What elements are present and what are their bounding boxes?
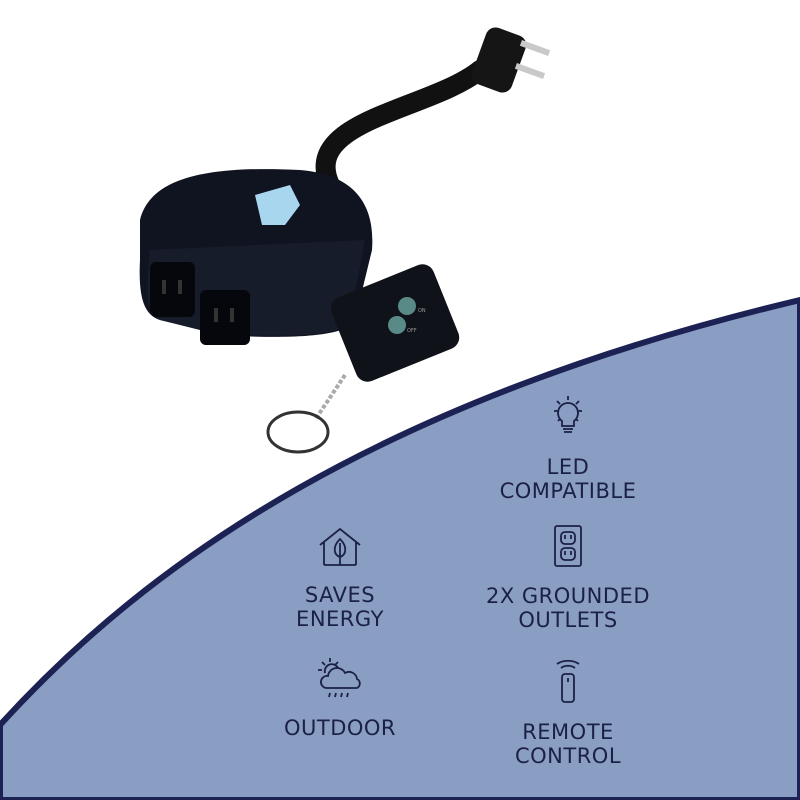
feature-saves-energy: SAVES ENERGY xyxy=(220,527,460,631)
house-leaf-icon xyxy=(319,527,361,566)
feature-led-compatible: LED COMPATIBLE xyxy=(448,395,688,503)
sun-cloud-rain-icon xyxy=(318,658,361,698)
feature-label-line2: ENERGY xyxy=(296,607,384,631)
remote: ON OFF xyxy=(266,264,460,454)
remote-on-label: ON xyxy=(418,308,426,314)
feature-grounded-outlets: 2X GROUNDED OUTLETS xyxy=(448,524,688,632)
blue-panel xyxy=(0,296,800,800)
feature-label-line1: LED xyxy=(546,455,590,479)
feature-label-line2: COMPATIBLE xyxy=(499,479,637,503)
feature-label-line2: OUTLETS xyxy=(518,608,618,632)
power-cord xyxy=(315,60,490,195)
outlet-box xyxy=(139,169,373,345)
feature-outdoor: OUTDOOR xyxy=(220,656,460,740)
feature-label-line1: OUTDOOR xyxy=(283,716,397,740)
feature-label-line1: 2X GROUNDED xyxy=(485,584,650,608)
feature-remote-control: REMOTE CONTROL xyxy=(448,656,688,768)
feature-label-line1: SAVES xyxy=(304,583,376,607)
plug xyxy=(471,27,551,93)
remote-off-label: OFF xyxy=(407,328,417,334)
feature-label-line2: CONTROL xyxy=(514,744,622,768)
remote-signal-icon xyxy=(556,659,580,703)
light-bulb-icon xyxy=(554,396,582,433)
status-led xyxy=(255,185,300,225)
feature-label-line1: REMOTE xyxy=(522,720,614,744)
outlet-icon xyxy=(554,525,582,567)
